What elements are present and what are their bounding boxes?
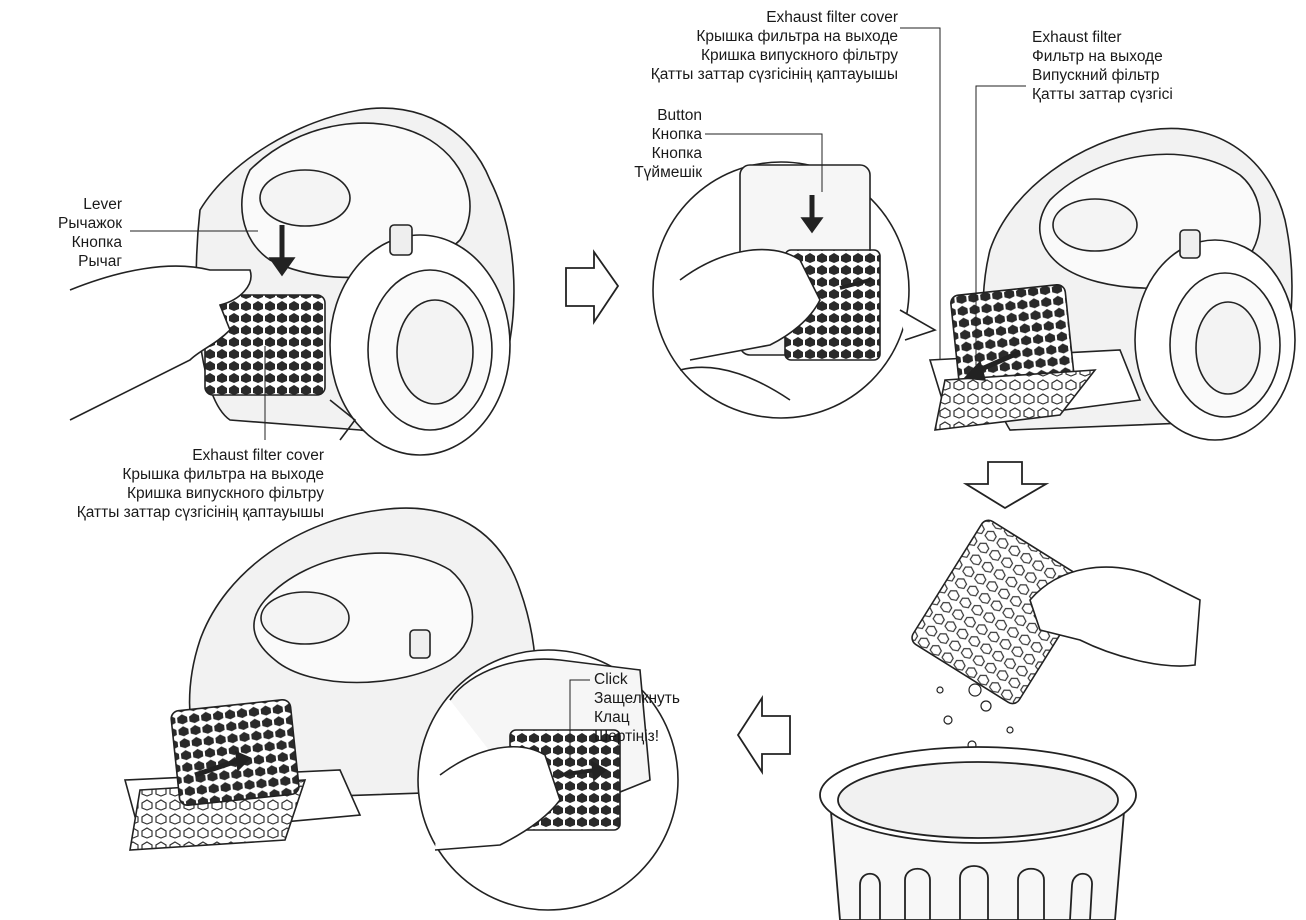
step2-magnified-view (652, 161, 937, 419)
exhaust-filter-label: Exhaust filter Фильтр на выходе Випускни… (1032, 29, 1173, 103)
step3-vacuum-illustration (928, 127, 1296, 441)
click-leader-line (569, 679, 590, 760)
lever-label: Lever Рычажок Кнопка Рычаг (58, 196, 122, 270)
exhaust-filter-cover-label-step2: Exhaust filter cover Крышка фильтра на в… (650, 9, 898, 83)
trash-bin-illustration (819, 746, 1137, 920)
step2-cover-leader-line (900, 27, 941, 360)
click-label: Click Защелкнуть Клац Шертіңіз! (594, 671, 680, 745)
button-label: Button Кнопка Кнопка Түймешік (634, 107, 702, 181)
step4-vacuum-illustration (123, 507, 679, 911)
arrow-down-icon (962, 461, 1050, 510)
exhaust-filter-leader-line (975, 85, 1026, 370)
step1-vacuum-illustration (69, 107, 515, 456)
arrow-right-icon (565, 249, 620, 325)
filter-over-bin-illustration (911, 519, 1201, 805)
exhaust-filter-cover-label-step1: Exhaust filter cover Крышка фильтра на в… (76, 447, 324, 521)
arrow-left-icon (736, 694, 791, 776)
button-leader-line (705, 133, 823, 192)
